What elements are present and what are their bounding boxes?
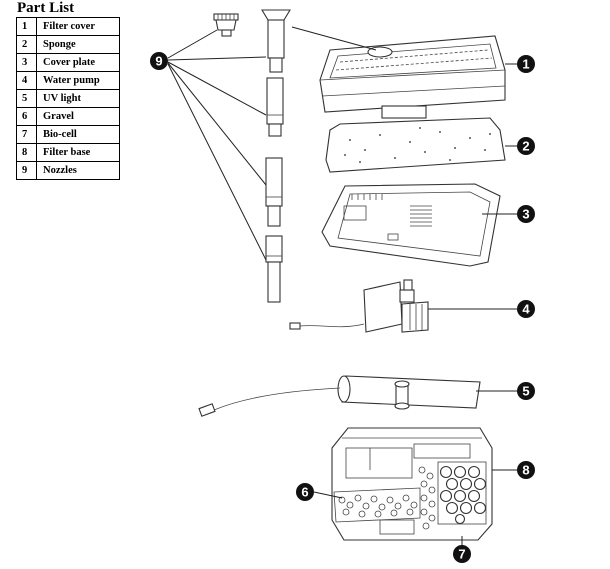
uv-light-illustration <box>198 375 481 417</box>
callout-5-label: 5 <box>522 384 529 399</box>
nozzle-cap-illustration <box>213 13 239 37</box>
callout-4: 4 <box>517 300 535 318</box>
callout-8: 8 <box>517 461 535 479</box>
cover-plate-illustration <box>321 183 501 267</box>
part-name: Nozzles <box>36 161 120 180</box>
callout-8-label: 8 <box>522 463 529 478</box>
nozzle-tube-illustration <box>265 157 283 227</box>
nozzle-tube-illustration <box>266 77 284 137</box>
callout-2: 2 <box>517 137 535 155</box>
gravel-illustration <box>333 466 436 530</box>
callout-3-label: 3 <box>522 207 529 222</box>
nozzle-funnel-illustration <box>261 9 291 73</box>
callout-9-label: 9 <box>155 54 162 69</box>
callout-2-label: 2 <box>522 139 529 154</box>
callout-6-label: 6 <box>301 485 308 500</box>
callout-9-leaders <box>167 29 267 261</box>
part-list-title: Part List <box>17 0 75 16</box>
callout-5: 5 <box>517 382 535 400</box>
callout-1-label: 1 <box>522 57 529 72</box>
callout-9: 9 <box>150 52 168 70</box>
sponge-illustration <box>325 117 506 173</box>
callout-4-label: 4 <box>522 302 530 317</box>
nozzle-tube-illustration <box>265 235 283 303</box>
callout-7: 7 <box>453 545 471 563</box>
filter-cover-illustration <box>291 26 506 119</box>
callout-7-label: 7 <box>458 547 465 562</box>
callout-3: 3 <box>517 205 535 223</box>
callout-1: 1 <box>517 55 535 73</box>
water-pump-illustration <box>289 279 429 333</box>
bio-cell-illustration <box>437 461 487 525</box>
callout-6: 6 <box>296 483 314 501</box>
